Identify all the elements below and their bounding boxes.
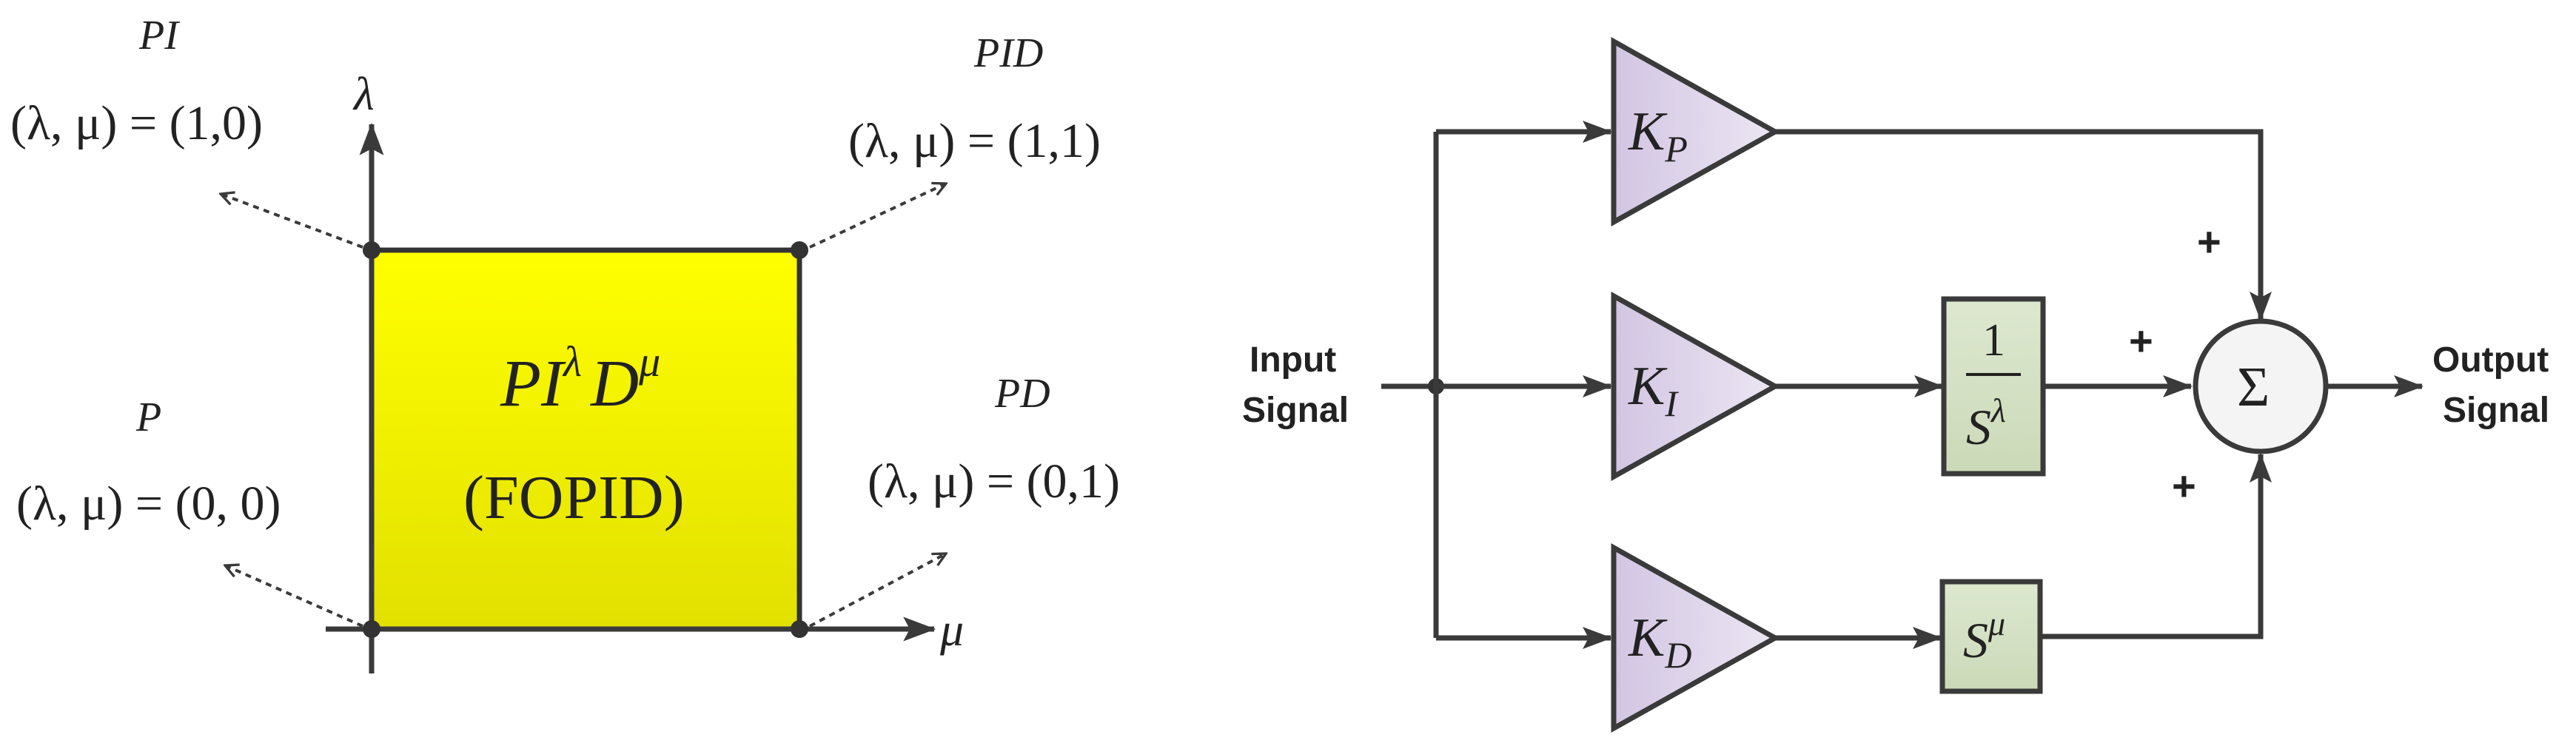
corner-dot-pi	[363, 241, 380, 259]
pi-coords: (λ, μ) = (1,0)	[10, 96, 263, 150]
input-label-line1: Input	[1250, 340, 1336, 380]
pd-pointer	[809, 552, 946, 628]
fopid-region	[369, 247, 802, 632]
sign-bottom: +	[2172, 463, 2196, 509]
kd-gain-block	[1611, 543, 1781, 733]
differentiator-label: Sμ	[1963, 605, 2005, 668]
diff-to-sum-wire	[2040, 453, 2272, 639]
pi-pointer	[221, 194, 363, 249]
p-pointer	[225, 565, 363, 628]
corner-dot-pid	[791, 241, 808, 259]
pid-pointer	[809, 184, 946, 249]
kp-to-sum-wire	[1775, 129, 2272, 321]
fopid-caption: (FOPID)	[463, 463, 685, 532]
sign-middle: +	[2129, 317, 2153, 364]
integrator-denominator: Sλ	[1966, 392, 2006, 455]
sign-top: +	[2197, 218, 2221, 265]
kp-label: KP	[1628, 101, 1688, 169]
ki-label: KI	[1628, 356, 1679, 424]
kd-label: KD	[1628, 608, 1691, 676]
integrator-numerator: 1	[1982, 315, 2005, 366]
lambda-axis-label: λ	[352, 67, 375, 120]
p-name: P	[135, 394, 161, 440]
pd-name: PD	[994, 371, 1050, 417]
corner-dot-p	[363, 620, 380, 638]
mu-axis-label: μ	[939, 603, 964, 656]
differentiator-block	[1939, 579, 2043, 694]
pi-name: PI	[138, 13, 180, 58]
output-label-line2: Signal	[2443, 391, 2549, 430]
pd-coords: (λ, μ) = (0,1)	[868, 454, 1120, 508]
input-label-line2: Signal	[1242, 391, 1349, 430]
kp-gain-block	[1611, 37, 1781, 226]
integrator-block	[1941, 296, 2046, 477]
sum-symbol: Σ	[2237, 356, 2270, 418]
pid-coords: (λ, μ) = (1,1)	[848, 114, 1101, 168]
block-diagram-labels: Input Signal Output Signal KP KI KD 1 Sλ…	[1242, 101, 2549, 676]
pid-name: PID	[973, 30, 1043, 76]
lambda-mu-plane: λ μ PI (λ, μ) = (1,0) PID (λ, μ) = (1,1)…	[10, 13, 1120, 673]
corner-dot-pd	[791, 620, 808, 638]
output-label-line1: Output	[2432, 340, 2549, 380]
p-coords: (λ, μ) = (0, 0)	[16, 477, 281, 531]
fopid-block-diagram	[1381, 37, 2424, 733]
ki-gain-block	[1611, 292, 1781, 481]
